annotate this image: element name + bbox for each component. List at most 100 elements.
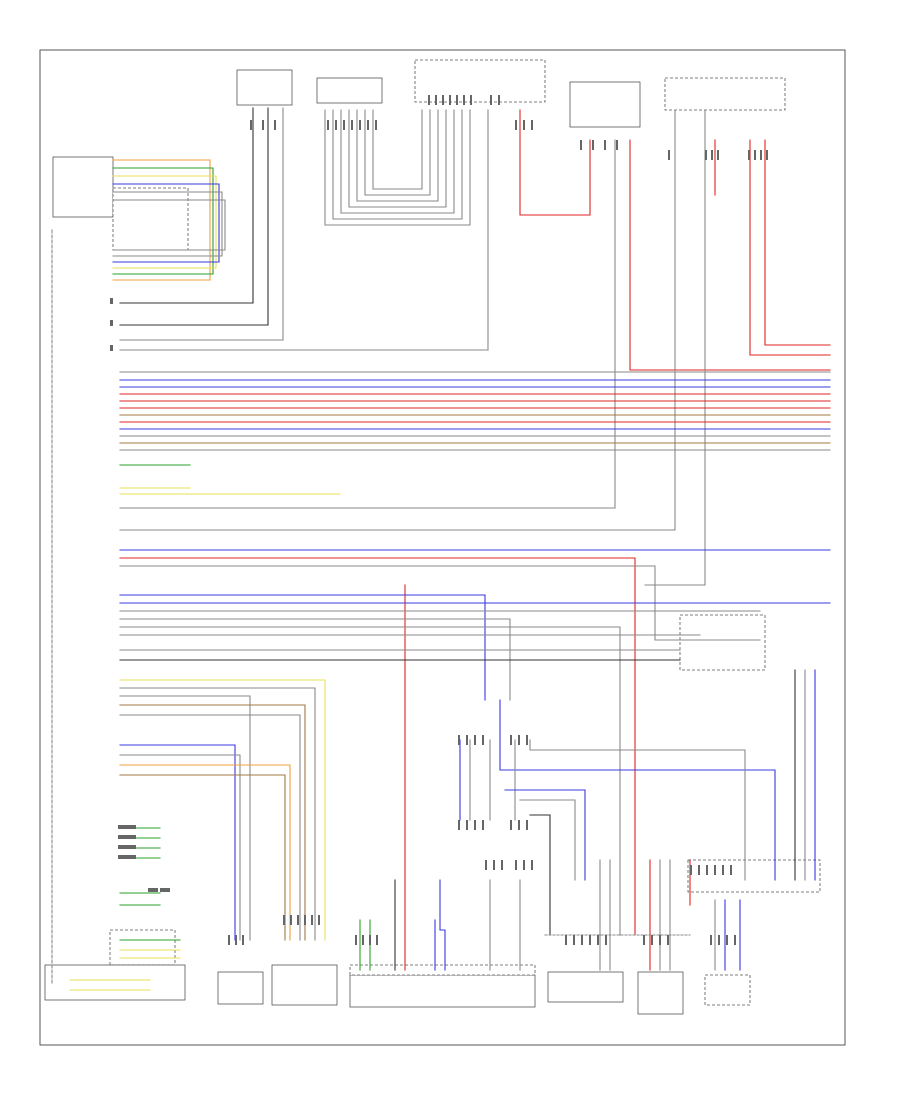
- wire-20: [629, 139, 831, 371]
- connector-pin: [523, 120, 525, 130]
- connector-pin: [501, 860, 503, 870]
- connector-pin: [318, 915, 320, 925]
- connector-pin: [482, 735, 484, 745]
- wire-57: [119, 704, 306, 941]
- connector-pin: [515, 860, 517, 870]
- connector-pin: [518, 820, 520, 830]
- connector-pin: [118, 855, 136, 859]
- connector-pin: [526, 820, 528, 830]
- connector-pin: [343, 120, 345, 130]
- connector-pin: [616, 140, 618, 150]
- component-boxes: [44, 59, 821, 1015]
- connector-pin: [435, 95, 437, 105]
- connector-pin: [531, 860, 533, 870]
- heated-seat-module-box: [569, 81, 641, 128]
- wire-10: [119, 107, 284, 341]
- wire-60: [119, 754, 241, 941]
- connector-pin: [726, 935, 728, 945]
- connector-pin: [327, 120, 329, 130]
- connector-pin: [490, 95, 492, 105]
- wire-46: [119, 594, 486, 701]
- connector-pin: [110, 298, 113, 304]
- wire-81: [519, 799, 576, 881]
- wire-13: [340, 109, 455, 214]
- connector-strip: [349, 964, 536, 976]
- connector-pin: [531, 120, 533, 130]
- connector-pin: [651, 935, 653, 945]
- connector-pin: [573, 935, 575, 945]
- connector-pin: [242, 935, 244, 945]
- seat-module-box: [704, 974, 751, 1006]
- wire-11: [324, 109, 471, 226]
- wire-group: [51, 107, 831, 991]
- wire-56: [119, 695, 251, 941]
- wire-4: [112, 175, 217, 269]
- wire-26: [764, 139, 831, 346]
- wire-18: [119, 109, 489, 351]
- connector-pin: [717, 150, 719, 160]
- connector-pin: [667, 935, 669, 945]
- wire-22: [119, 109, 676, 531]
- connector-pin: [718, 935, 720, 945]
- connector-pin: [605, 935, 607, 945]
- connector-pin: [458, 735, 460, 745]
- connector-pin: [463, 95, 465, 105]
- connector-pin: [510, 820, 512, 830]
- fuse-block-box: [547, 971, 624, 1003]
- connector-pin: [118, 835, 136, 839]
- splice-box: [687, 859, 821, 893]
- data-link-box: [679, 614, 766, 671]
- wire-19: [519, 109, 591, 216]
- connector-pin: [456, 95, 458, 105]
- connector-pin: [580, 140, 582, 150]
- wire-21: [119, 139, 616, 509]
- connector-pin: [690, 865, 692, 875]
- connector-pin: [110, 345, 113, 351]
- wire-2: [112, 159, 211, 281]
- connector-pin: [160, 888, 170, 892]
- connector-pin: [474, 820, 476, 830]
- connector-pin: [474, 735, 476, 745]
- connector-pin: [498, 95, 500, 105]
- connector-pin: [351, 120, 353, 130]
- wire-23: [644, 109, 706, 586]
- connector-pin: [359, 120, 361, 130]
- wire-55: [119, 687, 316, 941]
- wire-50: [119, 626, 621, 936]
- connector-pin: [250, 120, 252, 130]
- connector-pin: [283, 915, 285, 925]
- wire-61: [119, 764, 291, 941]
- wire-58: [119, 714, 301, 941]
- cruise-switch-box: [316, 77, 383, 104]
- connector-pin: [518, 735, 520, 745]
- connector-pin: [734, 935, 736, 945]
- gearshift-box: [637, 971, 684, 1015]
- connector-pin: [706, 865, 708, 875]
- wire-54: [119, 679, 326, 941]
- distribution-module-box: [217, 971, 264, 1005]
- wire-82: [529, 814, 551, 936]
- connector-pin: [235, 935, 237, 945]
- connector-pin: [485, 860, 487, 870]
- diagram-frame: [39, 49, 846, 1046]
- connector-pin: [510, 735, 512, 745]
- connector-pin: [668, 150, 670, 160]
- multifunction-steering-module-box: [44, 964, 186, 1001]
- connector-pin: [362, 935, 364, 945]
- wire-6: [112, 191, 223, 257]
- connector-pin: [705, 150, 707, 160]
- wire-59: [119, 744, 236, 941]
- connector-pin: [754, 150, 756, 160]
- connector-pin: [526, 735, 528, 745]
- wire-25: [749, 139, 831, 356]
- connector-block-a: [112, 187, 189, 251]
- wire-12: [332, 109, 463, 220]
- connector-pin: [449, 95, 451, 105]
- connector-pin: [482, 820, 484, 830]
- connector-pin: [523, 860, 525, 870]
- wire-5: [112, 183, 220, 263]
- connector-pin: [748, 150, 750, 160]
- connector-pin: [262, 120, 264, 130]
